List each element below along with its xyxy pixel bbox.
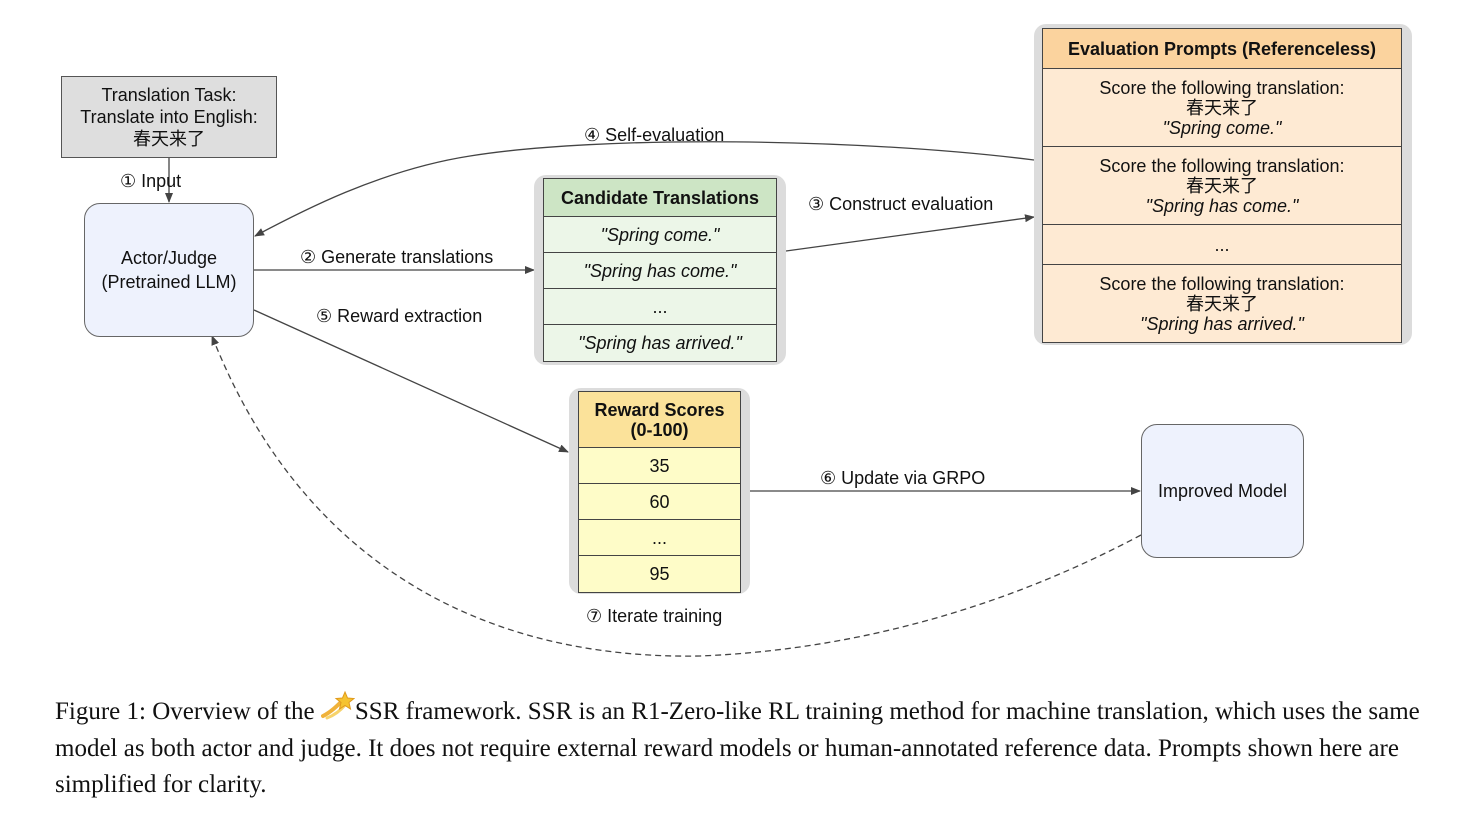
task-instruction: Translate into English: (80, 107, 258, 127)
reward-header-range: (0-100) (630, 419, 689, 440)
prompt-candidate: "Spring has come." (1145, 195, 1299, 216)
reward-header-title: Reward Scores (594, 399, 725, 420)
figure-caption: Figure 1: Overview of the SSR framework.… (55, 690, 1425, 803)
evaluation-prompt-row: Score the following translation: 春天来了 "S… (1043, 69, 1401, 147)
prompt-source: 春天来了 (1186, 97, 1258, 118)
edge-self-evaluation (254, 141, 1035, 237)
prompt-source: 春天来了 (1186, 175, 1258, 196)
prompt-text: Score the following translation: (1099, 155, 1345, 176)
actor-subtitle: (Pretrained LLM) (101, 272, 237, 292)
reward-score-row: ... (579, 520, 740, 556)
edge-label-generate: ② Generate translations (300, 247, 494, 267)
edge-label-construct: ③ Construct evaluation (808, 194, 994, 214)
prompt-candidate: "Spring has arrived." (1140, 313, 1304, 334)
edge-reward-extraction (253, 309, 569, 453)
shooting-star-icon (320, 690, 356, 731)
edge-label-reward-extraction: ⑤ Reward extraction (316, 306, 483, 326)
actor-judge-node: Actor/Judge (Pretrained LLM) (84, 203, 254, 337)
reward-score-row: 60 (579, 484, 740, 520)
improved-model-node: Improved Model (1141, 424, 1304, 558)
evaluation-prompt-row: Score the following translation: 春天来了 "S… (1043, 265, 1401, 342)
connector-layer (165, 141, 1142, 657)
improved-model-label: Improved Model (1157, 480, 1288, 501)
translation-task-box: Translation Task: Translate into English… (61, 76, 277, 158)
candidate-row: ... (544, 289, 776, 325)
caption-prefix: Figure 1: Overview of the (55, 698, 321, 725)
edge-label-self-evaluation: ④ Self-evaluation (584, 125, 725, 145)
prompt-text: Score the following translation: (1099, 77, 1345, 98)
candidate-row: "Spring has arrived." (544, 325, 776, 361)
edge-label-iterate: ⑦ Iterate training (586, 606, 723, 626)
caption-body: SSR framework. SSR is an R1-Zero-like RL… (55, 698, 1420, 798)
edge-iterate (211, 335, 1142, 657)
evaluation-prompt-row: Score the following translation: 春天来了 "S… (1043, 147, 1401, 225)
task-source-text: 春天来了 (133, 129, 205, 149)
edge-construct (785, 214, 1035, 252)
reward-header: Reward Scores (0-100) (579, 392, 740, 448)
candidate-translations-table: Candidate Translations "Spring come." "S… (543, 178, 777, 362)
reward-scores-table: Reward Scores (0-100) 35 60 ... 95 (578, 391, 741, 593)
prompt-source: 春天来了 (1186, 293, 1258, 314)
edge-label-input: ① Input (120, 171, 182, 191)
candidate-row: "Spring has come." (544, 253, 776, 289)
prompt-text: Score the following translation: (1099, 273, 1345, 294)
evaluation-prompt-row: ... (1043, 225, 1401, 265)
reward-score-row: 95 (579, 556, 740, 592)
task-title: Translation Task: (101, 85, 237, 105)
prompt-candidate: "Spring come." (1162, 117, 1282, 138)
edge-label-update: ⑥ Update via GRPO (820, 468, 986, 488)
candidate-header: Candidate Translations (544, 179, 776, 217)
actor-title: Actor/Judge (120, 248, 218, 268)
evaluation-header: Evaluation Prompts (Referenceless) (1043, 29, 1401, 69)
reward-score-row: 35 (579, 448, 740, 484)
candidate-row: "Spring come." (544, 217, 776, 253)
evaluation-prompts-table: Evaluation Prompts (Referenceless) Score… (1042, 28, 1402, 343)
